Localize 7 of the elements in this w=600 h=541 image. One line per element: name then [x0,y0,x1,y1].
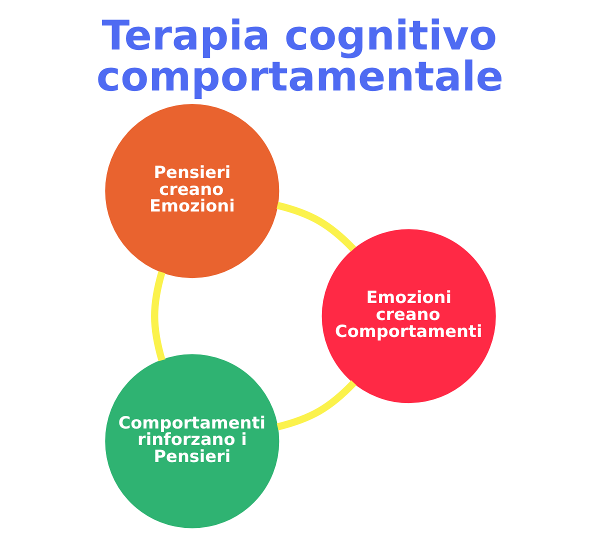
connector [276,380,356,430]
node-circle: Comportamenti rinforzano i Pensieri [104,354,279,528]
diagram-title: Terapia cognitivo comportamentale [96,12,503,100]
connector [150,271,165,362]
connector [276,202,356,252]
node-circle: Emozioni creano Comportamenti [321,229,496,404]
node-circle: Pensieri creano Emozioni [104,104,279,278]
